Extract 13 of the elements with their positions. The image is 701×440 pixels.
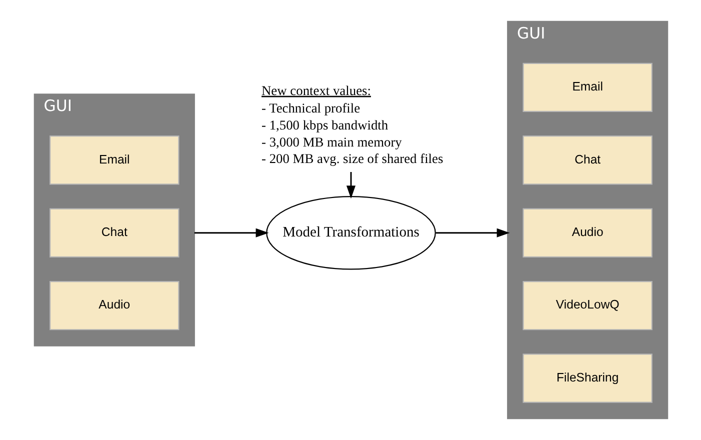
node-box: Audio	[49, 280, 179, 330]
arrow	[435, 228, 510, 238]
node-text: New context values: - Technical profile - 1,500 kbps bandwidth - 3,000 MB main memory - 200 MB avg. size of shared files	[261, 82, 443, 166]
node-box: Chat	[49, 208, 179, 258]
node-box: Email	[522, 62, 652, 112]
node-box: Email	[49, 136, 179, 185]
arrow	[194, 228, 268, 238]
arrow	[346, 172, 356, 199]
node-box: FileSharing	[522, 354, 652, 403]
node-box: Audio	[522, 208, 652, 258]
node-box: VideoLowQ	[522, 280, 652, 330]
node-box: Chat	[522, 136, 652, 185]
node-ellipse: Model Transformations	[266, 196, 436, 270]
